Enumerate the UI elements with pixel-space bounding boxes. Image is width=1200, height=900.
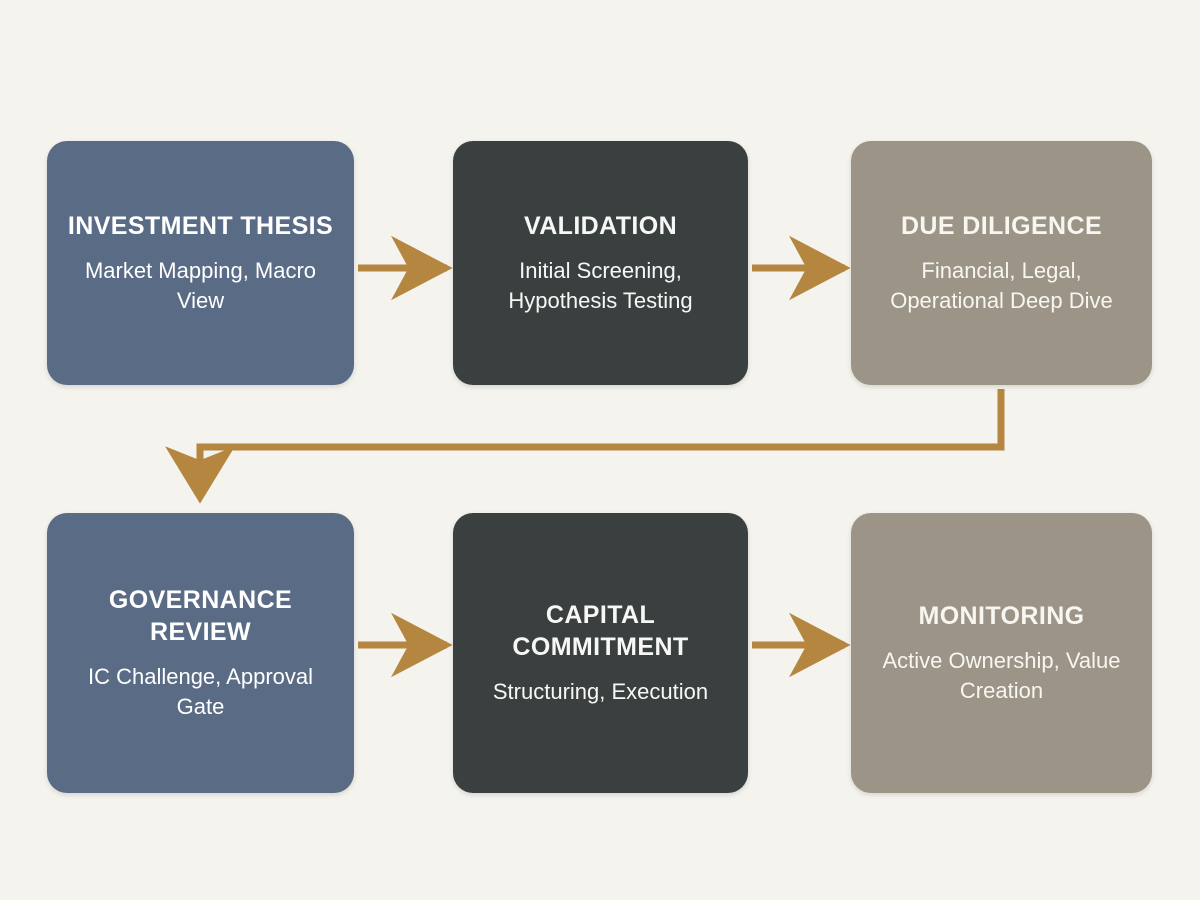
node-title: GOVERNANCE REVIEW — [108, 585, 293, 646]
node-capital-commitment[interactable]: CAPITAL COMMITMENT Structuring, Executio… — [453, 513, 748, 793]
node-subtitle: Market Mapping, Macro View — [84, 257, 317, 313]
node-subtitle: Structuring, Execution — [492, 678, 709, 704]
node-title: CAPITAL COMMITMENT — [512, 600, 689, 661]
node-investment-thesis[interactable]: INVESTMENT THESIS Market Mapping, Macro … — [47, 141, 354, 385]
node-subtitle: Active Ownership, Value Creation — [882, 647, 1121, 703]
node-validation[interactable]: VALIDATION Initial Screening, Hypothesis… — [453, 141, 748, 385]
node-title: DUE DILIGENCE — [900, 211, 1103, 240]
node-subtitle: Initial Screening, Hypothesis Testing — [508, 257, 693, 313]
node-title: INVESTMENT THESIS — [67, 211, 334, 240]
node-monitoring[interactable]: MONITORING Active Ownership, Value Creat… — [851, 513, 1152, 793]
node-due-diligence[interactable]: DUE DILIGENCE Financial, Legal, Operatio… — [851, 141, 1152, 385]
arrow-due-diligence-to-governance-review — [165, 389, 1005, 504]
node-title: VALIDATION — [523, 211, 678, 240]
node-subtitle: Financial, Legal, Operational Deep Dive — [890, 257, 1113, 313]
node-subtitle: IC Challenge, Approval Gate — [87, 663, 314, 719]
node-governance-review[interactable]: GOVERNANCE REVIEW IC Challenge, Approval… — [47, 513, 354, 793]
node-title: MONITORING — [918, 601, 1085, 630]
